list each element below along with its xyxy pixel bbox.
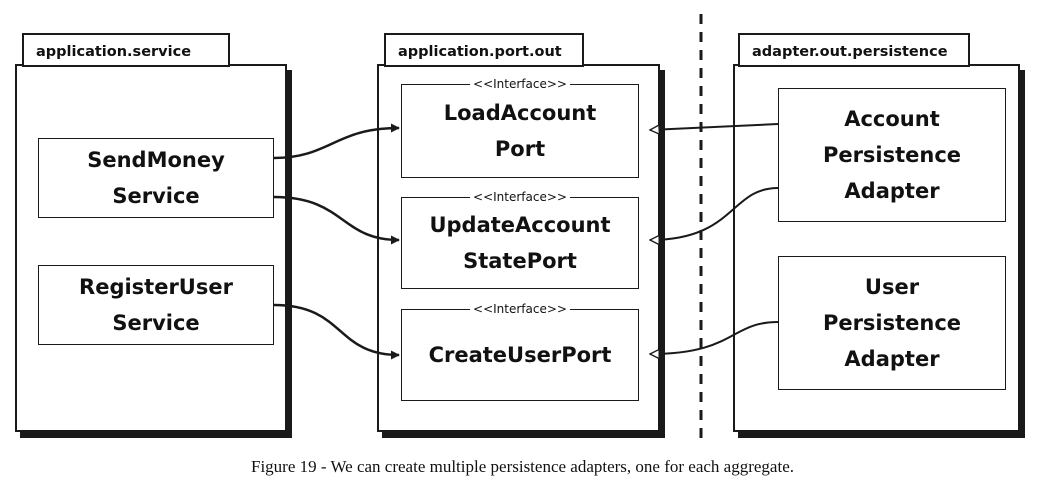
persistence-package-title: adapter.out.persistence: [752, 44, 948, 60]
load-account-port-line1: LoadAccount: [443, 101, 597, 125]
register-user-service-box: RegisterUser Service: [38, 265, 274, 345]
register-user-to-create-user-port-arrow: [273, 303, 400, 360]
user-adapter-implements-create-user-port-arrow: [650, 321, 779, 354]
send-money-service-line2: Service: [112, 184, 200, 208]
user-adapter-line2: Persistence: [822, 311, 962, 335]
user-adapter-line1: User: [864, 275, 920, 299]
send-money-service-line1: SendMoney: [87, 148, 225, 172]
port-out-package-title: application.port.out: [398, 44, 562, 60]
account-adapter-line2: Persistence: [822, 143, 962, 167]
create-user-port-box: CreateUserPort: [401, 309, 639, 401]
load-account-port-line2: Port: [494, 137, 546, 161]
user-persistence-adapter-box: User Persistence Adapter: [778, 256, 1006, 390]
register-user-service-line1: RegisterUser: [79, 275, 233, 299]
service-package-tab: application.service: [22, 33, 230, 67]
update-account-state-port-stereotype: <<Interface>>: [470, 191, 570, 203]
account-adapter-implements-load-account-arrow: [650, 123, 779, 130]
update-account-state-port-line2: StatePort: [463, 249, 577, 273]
update-account-state-port-line1: UpdateAccount: [429, 213, 611, 237]
load-account-port-box: LoadAccount Port: [401, 84, 639, 178]
register-user-service-line2: Service: [112, 311, 200, 335]
persistence-package-tab: adapter.out.persistence: [738, 33, 970, 67]
user-adapter-line3: Adapter: [844, 347, 940, 371]
account-adapter-line3: Adapter: [844, 179, 940, 203]
send-money-to-load-account-arrow: [273, 123, 400, 160]
account-persistence-adapter-box: Account Persistence Adapter: [778, 88, 1006, 222]
service-package: [15, 64, 287, 432]
service-package-title: application.service: [36, 44, 192, 60]
send-money-service-box: SendMoney Service: [38, 138, 274, 218]
update-account-state-port-box: UpdateAccount StatePort: [401, 197, 639, 289]
load-account-port-stereotype: <<Interface>>: [470, 78, 570, 90]
port-out-package-tab: application.port.out: [384, 33, 584, 67]
create-user-port-stereotype: <<Interface>>: [470, 303, 570, 315]
account-adapter-line1: Account: [844, 107, 940, 131]
figure-caption: Figure 19 - We can create multiple persi…: [250, 457, 794, 476]
account-adapter-implements-update-account-state-arrow: [650, 187, 779, 240]
send-money-to-update-account-state-arrow: [273, 195, 400, 245]
create-user-port-line1: CreateUserPort: [428, 343, 612, 367]
